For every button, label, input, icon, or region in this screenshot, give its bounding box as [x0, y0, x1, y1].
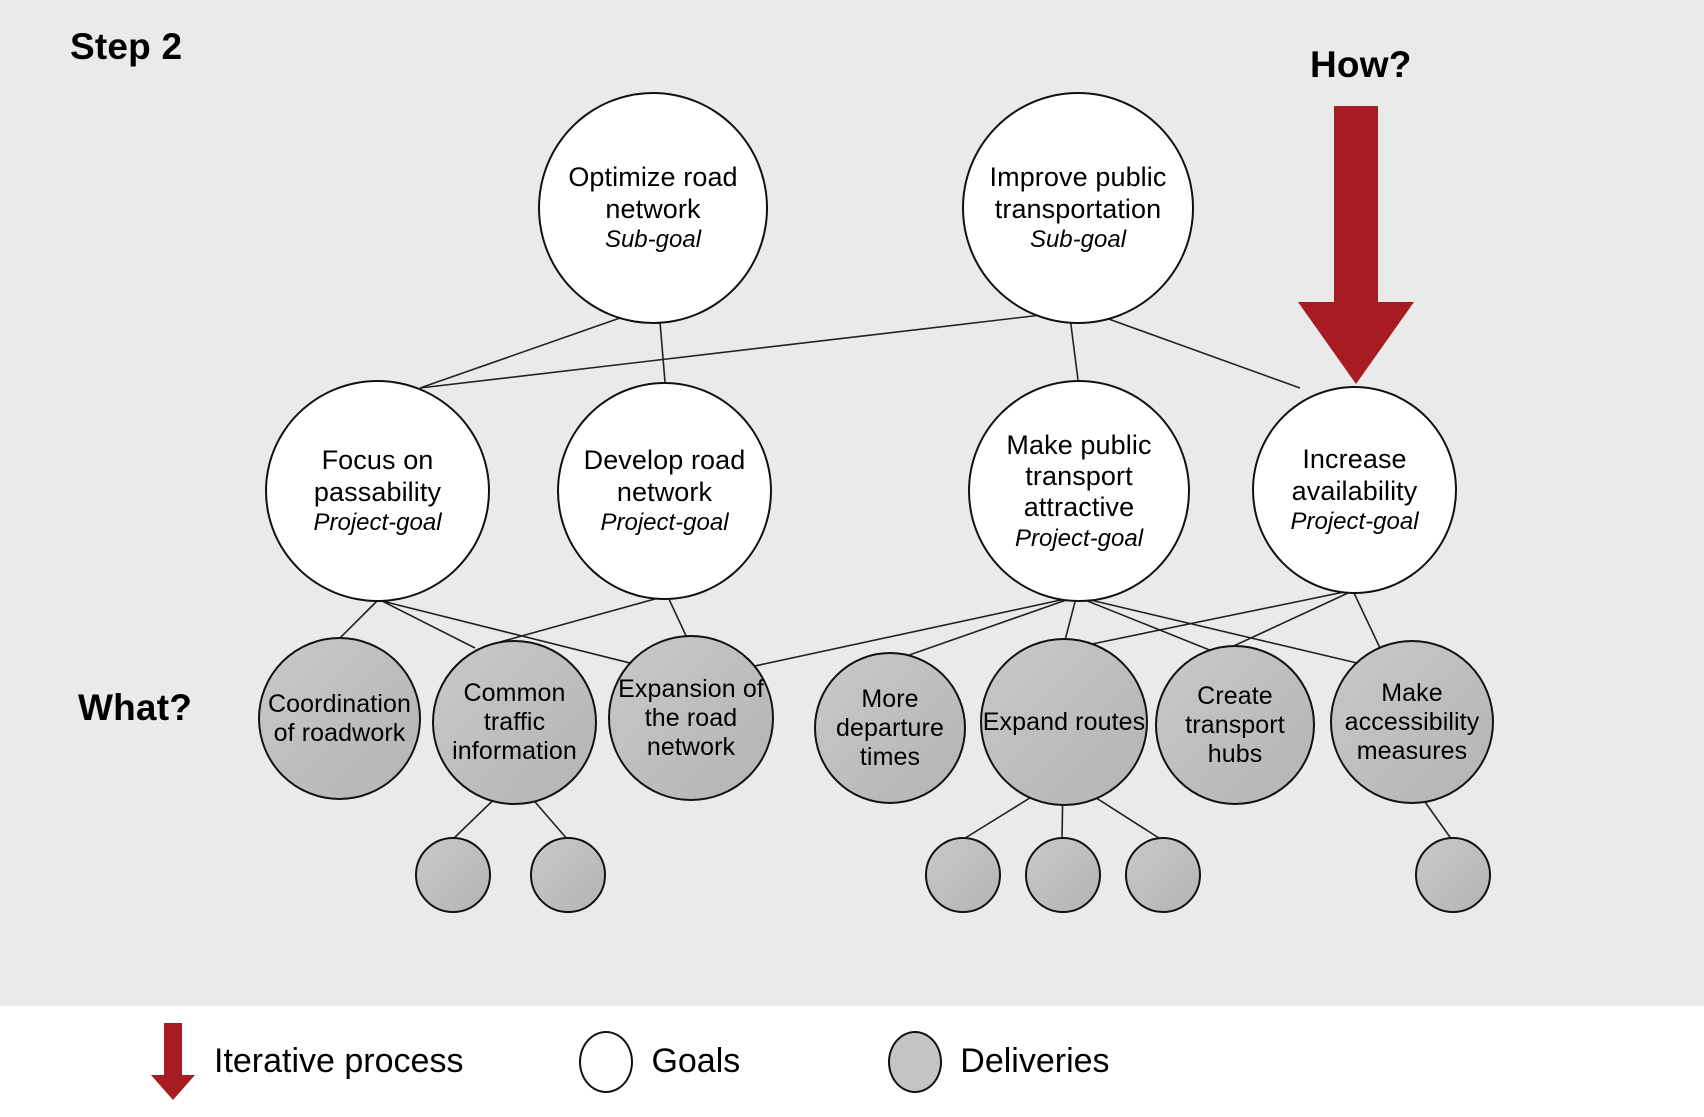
- node-title: Focus on passability: [313, 445, 442, 507]
- node-delivery-expansion-of-the-road-network[interactable]: Expansion of the road network: [608, 635, 774, 801]
- iterative-process-arrow-icon: [1298, 106, 1414, 384]
- node-sub-delivery-2[interactable]: [530, 837, 606, 913]
- node-delivery-make-accessibility-measures[interactable]: Make accessibility measures: [1330, 640, 1494, 804]
- node-sub-goal-improve-public-transportation[interactable]: Improve public transportation Sub-goal: [962, 92, 1194, 324]
- node-delivery-coordination-of-roadwork[interactable]: Coordination of roadwork: [258, 637, 421, 800]
- node-sub-delivery-4[interactable]: [1025, 837, 1101, 913]
- gray-circle-icon: [888, 1030, 943, 1093]
- node-kind: Project-goal: [1290, 507, 1419, 535]
- what-label: What?: [78, 687, 193, 728]
- node-project-goal-increase-availability[interactable]: Increase availability Project-goal: [1252, 386, 1457, 594]
- legend-label: Iterative process: [214, 1042, 464, 1080]
- white-circle-icon: [579, 1030, 634, 1093]
- node-sub-delivery-3[interactable]: [925, 837, 1001, 913]
- node-kind: Sub-goal: [604, 225, 702, 253]
- node-project-goal-focus-on-passability[interactable]: Focus on passability Project-goal: [265, 380, 490, 602]
- node-title: Make public transport attractive: [1006, 429, 1152, 523]
- node-sub-delivery-5[interactable]: [1125, 837, 1201, 913]
- node-kind: Project-goal: [313, 508, 442, 536]
- node-project-goal-develop-road-network[interactable]: Develop road network Project-goal: [557, 382, 772, 600]
- node-title: More departure times: [836, 684, 944, 771]
- diagram-panel: Step 2 How? What? Optimize road network …: [0, 0, 1704, 1006]
- node-delivery-create-transport-hubs[interactable]: Create transport hubs: [1155, 645, 1315, 805]
- step-label: Step 2: [70, 26, 183, 67]
- node-title: Improve public transportation: [989, 162, 1167, 224]
- node-title: Increase availability: [1291, 444, 1418, 506]
- node-delivery-expand-routes[interactable]: Expand routes: [980, 638, 1148, 806]
- node-sub-delivery-6[interactable]: [1415, 837, 1491, 913]
- node-project-goal-make-public-transport-attractive[interactable]: Make public transport attractive Project…: [968, 380, 1190, 602]
- legend-label: Deliveries: [960, 1042, 1110, 1080]
- node-title: Develop road network: [583, 445, 746, 507]
- legend-item-iterative-process: Iterative process: [150, 1022, 464, 1101]
- node-title: Expand routes: [982, 707, 1146, 736]
- node-title: Make accessibility measures: [1344, 678, 1480, 765]
- node-sub-delivery-1[interactable]: [415, 837, 491, 913]
- node-kind: Project-goal: [600, 508, 729, 536]
- node-sub-goal-optimize-road-network[interactable]: Optimize road network Sub-goal: [538, 92, 768, 324]
- node-delivery-common-traffic-information[interactable]: Common traffic information: [432, 640, 597, 805]
- node-title: Common traffic information: [452, 679, 577, 765]
- node-kind: Sub-goal: [1029, 225, 1127, 253]
- how-label: How?: [1310, 44, 1412, 85]
- legend: Iterative process Goals Deliveries: [0, 1006, 1704, 1117]
- node-title: Optimize road network: [568, 162, 738, 224]
- legend-label: Goals: [651, 1042, 741, 1080]
- legend-item-deliveries: Deliveries: [888, 1030, 1110, 1093]
- legend-item-goals: Goals: [579, 1030, 741, 1093]
- node-title: Expansion of the road network: [618, 674, 764, 761]
- node-title: Create transport hubs: [1185, 681, 1285, 768]
- down-arrow-icon: [151, 1022, 195, 1100]
- node-title: Coordination of roadwork: [268, 689, 411, 747]
- node-kind: Project-goal: [1014, 524, 1144, 552]
- node-delivery-more-departure-times[interactable]: More departure times: [814, 652, 966, 804]
